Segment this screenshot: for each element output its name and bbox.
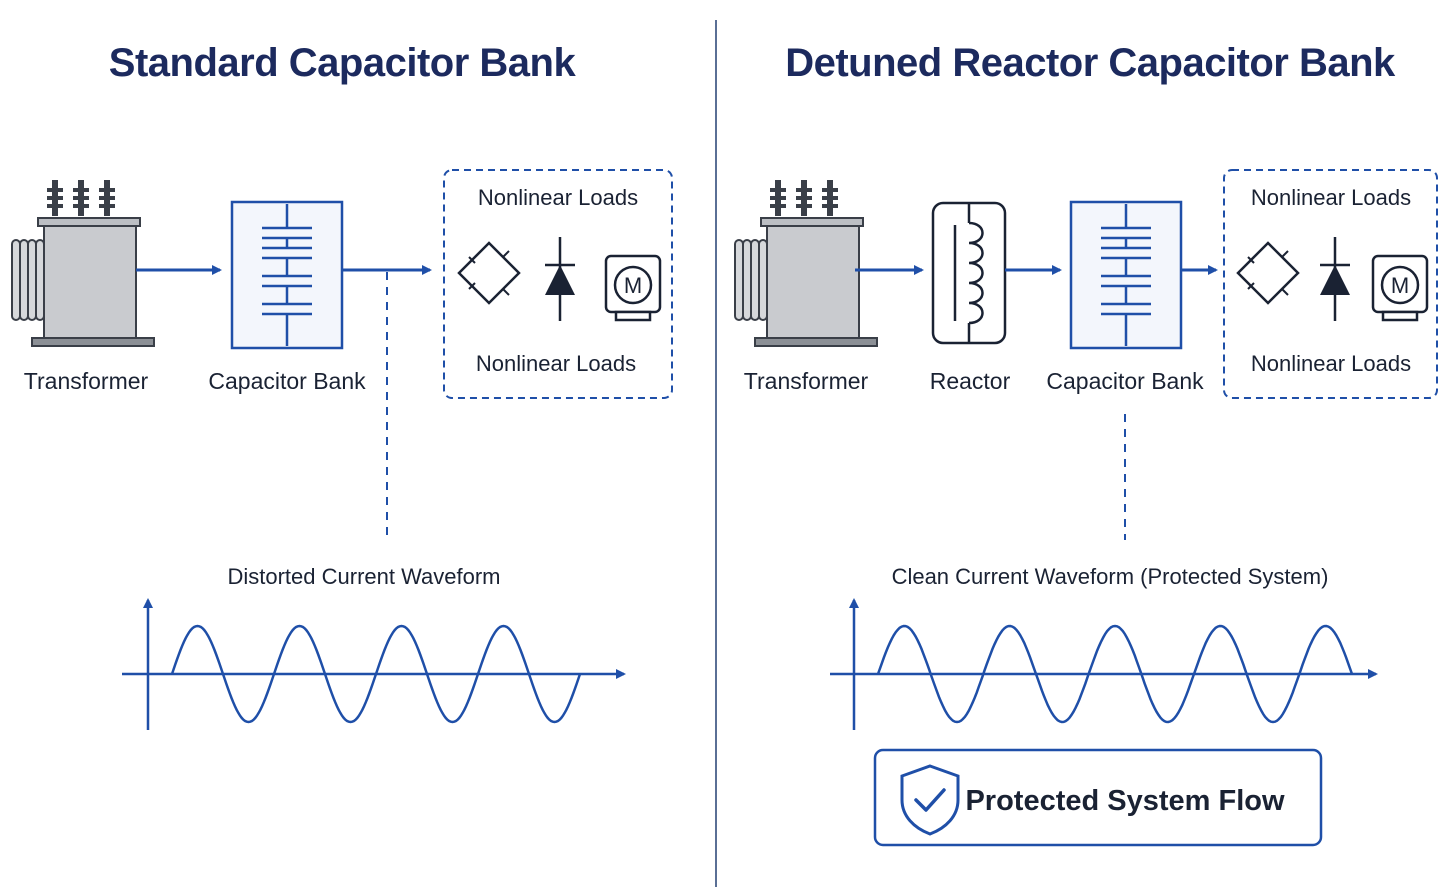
capacitor-icon	[1069, 200, 1183, 350]
distorted-waveform	[170, 624, 582, 724]
reactor-icon	[931, 201, 1007, 345]
left-title: Standard Capacitor Bank	[109, 41, 577, 85]
nonlinear-loads-box	[1223, 169, 1438, 399]
left-waveform-title: Distorted Current Waveform	[227, 564, 500, 589]
bridge-rectifier-icon	[1236, 241, 1300, 305]
clean-waveform	[876, 624, 1354, 724]
diode-icon	[543, 235, 577, 323]
right-title: Detuned Reactor Capacitor Bank	[785, 41, 1396, 85]
loads-top-label: Nonlinear Loads	[478, 185, 638, 210]
loads-top-label: Nonlinear Loads	[1251, 185, 1411, 210]
right-panel: Detuned Reactor Capacitor Bank Transform…	[734, 41, 1438, 847]
capacitor-icon	[230, 200, 344, 350]
transformer-icon	[11, 179, 155, 347]
left-capacitor-label: Capacitor Bank	[208, 368, 366, 394]
motor-symbol: M	[624, 273, 642, 298]
loads-bottom-label: Nonlinear Loads	[1251, 351, 1411, 376]
left-transformer-label: Transformer	[24, 368, 149, 394]
right-capacitor-label: Capacitor Bank	[1046, 368, 1204, 394]
protected-system-badge: Protected System Flow	[873, 748, 1323, 847]
nonlinear-loads-box	[443, 169, 673, 399]
diode-icon	[1318, 235, 1352, 323]
right-waveform-title: Clean Current Waveform (Protected System…	[892, 564, 1329, 589]
reactor-label: Reactor	[930, 368, 1011, 394]
shield-check-icon	[900, 764, 960, 836]
badge-label: Protected System Flow	[965, 785, 1285, 817]
left-panel: Standard Capacitor Bank Transformer Capa…	[11, 41, 673, 730]
bridge-rectifier-icon	[457, 241, 521, 305]
right-transformer-label: Transformer	[744, 368, 869, 394]
loads-bottom-label: Nonlinear Loads	[476, 351, 636, 376]
transformer-icon	[734, 179, 878, 347]
motor-symbol: M	[1391, 273, 1409, 298]
